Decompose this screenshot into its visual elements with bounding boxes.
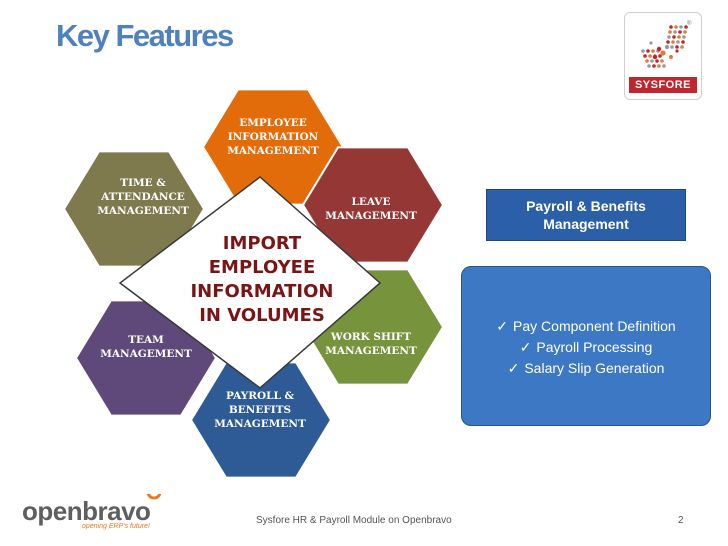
sysfore-dot (680, 45, 684, 49)
sysfore-dot (648, 54, 652, 58)
hex-label: LEAVE (352, 196, 391, 208)
openbravo-wordmark: openbravo (22, 496, 151, 526)
sysfore-dot (664, 44, 670, 50)
sysfore-dot (683, 30, 687, 34)
hex-payroll-benefits (189, 361, 333, 479)
hex-label: WORK SHIFT (330, 331, 411, 343)
hex-label: TEAM (128, 334, 164, 346)
slide-title: Key Features (56, 18, 234, 53)
sysfore-dot (670, 45, 674, 49)
sysfore-dot (667, 35, 671, 39)
hex-label: INFORMATION (228, 131, 319, 143)
sysfore-dot (684, 25, 688, 29)
list-item: ✓Salary Slip Generation (462, 358, 710, 379)
hex-label: TIME & (120, 177, 166, 189)
list-item-text: Pay Component Definition (513, 318, 676, 334)
sysfore-dot (649, 41, 653, 45)
sysfore-dot (669, 55, 673, 59)
hex-label: EMPLOYEE (239, 117, 307, 129)
sysfore-dots-icon (641, 25, 688, 68)
sysfore-wordmark: SYSFORE (629, 77, 697, 93)
registered-mark: ® (687, 21, 692, 27)
sysfore-dot (676, 40, 680, 44)
sysfore-dot (655, 59, 659, 63)
sysfore-logo: ® SYSFORE (624, 12, 702, 100)
hex-label: MANAGEMENT (97, 205, 189, 217)
list-item: ✓Pay Component Definition (462, 316, 710, 337)
heading-line: Management (543, 216, 629, 232)
center-label: INFORMATION (190, 281, 333, 302)
list-item: ✓Payroll Processing (462, 337, 710, 358)
page-number: 2 (678, 515, 684, 526)
sysfore-dot (656, 46, 662, 52)
center-label: EMPLOYEE (209, 257, 316, 278)
center-label: IN VOLUMES (199, 305, 325, 326)
sysfore-dot (643, 54, 647, 58)
sysfore-dot (682, 35, 686, 39)
sysfore-dot (657, 64, 661, 68)
sysfore-dot (673, 30, 677, 34)
hex-leave (301, 146, 445, 264)
sysfore-dot (678, 30, 682, 34)
sysfore-dot (681, 40, 685, 44)
sysfore-dot (679, 25, 683, 29)
openbravo-tagline: opening ERP's future! (82, 523, 150, 530)
center-diamond (118, 176, 382, 389)
checkmark-icon: ✓ (496, 318, 509, 334)
hex-label: MANAGEMENT (325, 210, 417, 222)
sysfore-dot (646, 49, 650, 53)
sysfore-dot (675, 45, 679, 49)
sysfore-dot (660, 50, 666, 56)
hex-label: BENEFITS (229, 404, 291, 416)
checkmark-icon: ✓ (507, 360, 520, 376)
hex-label: PAYROLL & (226, 390, 295, 402)
sysfore-dot (675, 49, 679, 53)
sysfore-dot (645, 59, 649, 63)
sysfore-dot (668, 30, 672, 34)
sysfore-dot (662, 64, 666, 68)
payroll-benefits-heading: Payroll & Benefits Management (486, 189, 686, 241)
sysfore-dot (651, 49, 655, 53)
payroll-features-list: ✓Pay Component Definition ✓Payroll Proce… (461, 266, 711, 426)
sysfore-dot (641, 49, 645, 53)
sysfore-dot (674, 25, 678, 29)
hex-label: ATTENDANCE (100, 191, 185, 203)
openbravo-swoosh-icon (146, 494, 162, 500)
sysfore-dot (647, 64, 651, 68)
footer-text: Sysfore HR & Payroll Module on Openbravo (256, 515, 452, 526)
sysfore-dot (677, 35, 681, 39)
sysfore-dot (671, 40, 675, 44)
hex-label: MANAGEMENT (227, 145, 319, 157)
sysfore-dot (666, 40, 670, 44)
sysfore-dot (652, 64, 656, 68)
list-item-text: Payroll Processing (536, 339, 653, 355)
hex-label: MANAGEMENT (214, 418, 306, 430)
sysfore-dot (669, 25, 673, 29)
sysfore-dot (652, 54, 658, 60)
sysfore-dot (650, 59, 654, 63)
sysfore-dot (660, 59, 664, 63)
heading-line: Payroll & Benefits (526, 198, 646, 214)
hex-label: MANAGEMENT (100, 348, 192, 360)
list-item-text: Salary Slip Generation (524, 360, 665, 376)
center-label: IMPORT (223, 233, 302, 254)
hex-label: MANAGEMENT (325, 345, 417, 357)
sysfore-dot (658, 54, 662, 58)
checkmark-icon: ✓ (519, 339, 532, 355)
sysfore-dot (672, 35, 676, 39)
